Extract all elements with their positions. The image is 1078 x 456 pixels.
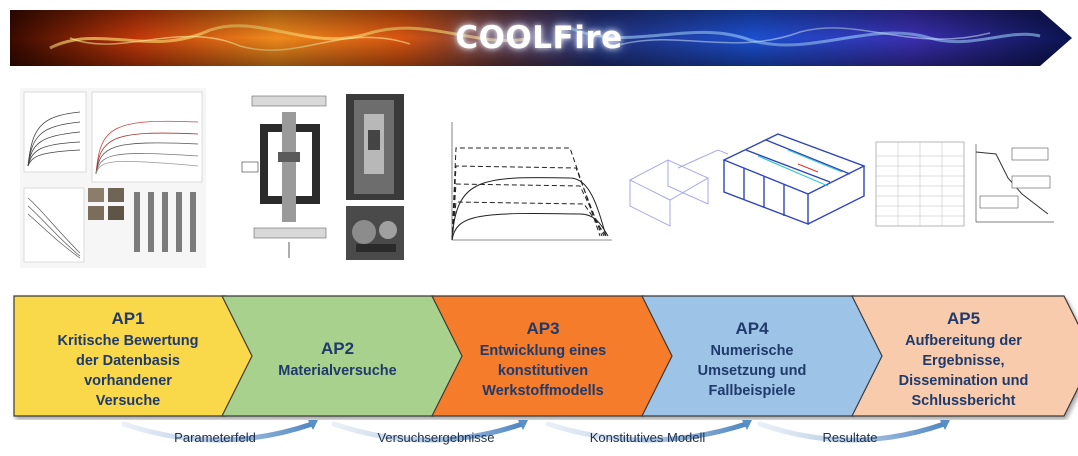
ap1-id: AP1 xyxy=(111,309,145,328)
ap5-id: AP5 xyxy=(946,309,981,328)
ap5-line-1: Aufbereitung der xyxy=(905,333,1022,349)
ap1-line-1: Kritische Bewertung xyxy=(57,333,199,349)
ap1-line-2: der Datenbasis xyxy=(76,353,180,369)
transition-arc-1 xyxy=(121,421,315,443)
chevron-ap5 xyxy=(851,295,1078,417)
ap4-line-2: Umsetzung und xyxy=(697,363,807,379)
transition-label-4: Resultate xyxy=(822,430,878,445)
transition-arrowhead-4 xyxy=(940,420,950,430)
transition-arrowhead-3 xyxy=(742,420,752,430)
transition-label-3: Konstitutives Modell xyxy=(589,430,706,445)
transition-arrowhead-2 xyxy=(518,420,528,430)
ap5-line-2: Ergebnisse, xyxy=(922,353,1005,369)
work-package-ap1: AP1 Kritische Bewertung der Datenbasis v… xyxy=(28,300,228,418)
ap4-line-1: Numerische xyxy=(710,343,794,359)
thumbnail-ap2-setup-schematic xyxy=(238,92,340,262)
thumbnail-ap3-model-curves xyxy=(440,118,616,254)
work-package-ap3: AP3 Entwicklung eines konstitutiven Werk… xyxy=(448,300,638,418)
transition-label-2: Versuchsergebnisse xyxy=(377,430,495,445)
ap3-line-2: konstitutiven xyxy=(497,363,589,379)
transition-arrowhead-1 xyxy=(308,420,318,430)
ap1-line-3: vorhandener xyxy=(84,373,172,389)
transition-arc-2 xyxy=(331,421,525,443)
transition-arc-3 xyxy=(545,421,749,443)
ap4-line-3: Fallbeispiele xyxy=(708,383,796,399)
ap2-id: AP2 xyxy=(320,339,355,358)
thumbnail-ap2-machine-photo xyxy=(346,94,404,260)
ap4-id: AP4 xyxy=(735,319,769,338)
ap5-line-4: Schlussbericht xyxy=(911,393,1016,409)
work-package-flow xyxy=(13,295,1078,417)
ap1-line-4: Versuche xyxy=(95,393,161,409)
ap3-line-1: Entwicklung eines xyxy=(479,343,607,359)
transition-label-1: Parameterfeld xyxy=(174,430,256,445)
ap3-line-3: Werkstoffmodells xyxy=(482,383,604,399)
banner-title: COOLFire xyxy=(455,20,623,56)
thumbnail-ap4-fe-model xyxy=(628,120,868,232)
transition-arc-4 xyxy=(757,421,947,443)
transition-arcs xyxy=(121,420,950,443)
work-package-ap5: AP5 Aufbereitung der Ergebnisse, Dissemi… xyxy=(866,300,1061,418)
ap5-line-3: Dissemination und xyxy=(898,373,1029,389)
thumbnail-ap1-curves xyxy=(20,88,206,268)
thumbnail-ap5-results xyxy=(872,138,1058,230)
work-package-ap4: AP4 Numerische Umsetzung und Fallbeispie… xyxy=(657,300,847,418)
ap3-id: AP3 xyxy=(526,319,560,338)
ap2-line-1: Materialversuche xyxy=(278,363,397,379)
coolfire-banner xyxy=(10,10,1072,66)
work-package-ap2: AP2 Materialversuche xyxy=(240,300,435,418)
